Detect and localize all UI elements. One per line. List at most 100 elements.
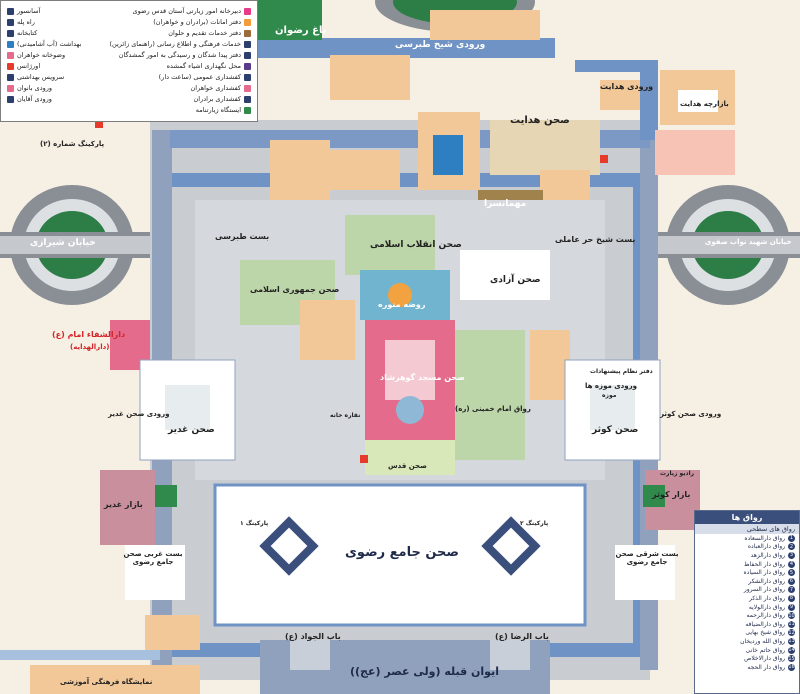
porch-list-subtitle: رواق های سطحی (695, 524, 799, 534)
porch-name: رواق دارالشکر (748, 577, 785, 585)
women-entrance-icon (7, 84, 14, 92)
legend-item: ورودی آقایان (7, 95, 52, 103)
label-radio: رادیو زیارت (660, 470, 695, 477)
legend-label: دفتر پیدا شدگان و رسیدگی به امور گمشدگان (118, 51, 241, 59)
ornament-left (259, 516, 319, 576)
prayer-icon (244, 106, 251, 114)
porch-name: رواق شیخ بهایی (745, 629, 785, 637)
porch-name: رواق دارالزهد (750, 551, 785, 559)
legend-label: ورودی بانوان (17, 84, 53, 92)
men-shoe-icon (244, 95, 251, 103)
label-bast-gharbi: بست غربی صحن جامع رضوی (123, 550, 183, 566)
porch-name: رواق دارالاخلاص (744, 655, 785, 663)
legend-label: دفتر خدمات تقدیم و حلوان (168, 29, 241, 37)
label-sahn-hedayat: صحن هدایت (510, 115, 570, 126)
legend-item: ایستگاه زیارتنامه (196, 106, 251, 114)
porch-name: رواق دارالرحمه (746, 612, 785, 620)
label-bazaar-kowsar: بازار کوثر (652, 490, 691, 499)
legend-label: محل نگهداری اشیاء گمشده (166, 62, 241, 70)
porch-name: رواق دار الحفاظ (744, 560, 785, 568)
lost-people-icon (244, 51, 251, 59)
porch-name: رواق دارالولایه (748, 603, 785, 611)
label-sahn-ghadir: صحن غدیر (168, 425, 215, 435)
legend-label: دبیرخانه امور زیارتی آستان قدس رضوی (132, 7, 241, 15)
legend-item: دفتر پیدا شدگان و رسیدگی به امور گمشدگان (119, 51, 251, 59)
legend-item: کفشداری عمومی (ساعت دار) (159, 73, 251, 81)
legend-item: محل نگهداری اشیاء گمشده (167, 62, 251, 70)
legend-label: سرویس بهداشتی (17, 73, 65, 81)
emergency-icon (7, 62, 14, 70)
legend-label: آسانسور (17, 7, 41, 15)
porch-name: رواق دارالضیافه (745, 620, 785, 628)
porch-number-badge: 3 (788, 551, 795, 559)
label-sahn-enghelab: صحن انقلاب اسلامی (370, 240, 462, 250)
label-mehmansara: مهمانسرا (484, 199, 527, 209)
ablution-icon (7, 51, 14, 59)
left-roundabout (0, 185, 150, 305)
label-kowsar-entrance: ورودی صحن کوثر (660, 410, 722, 418)
porch-number-badge: 5 (788, 569, 795, 577)
label-tabarsi-entrance: ورودی شیخ طبرسی (395, 40, 486, 50)
porch-number-badge: 1 (788, 534, 795, 542)
label-sahn-goharshad: صحن مسجد گوهرشاد (380, 373, 465, 382)
label-hedayat-entrance: ورودی هدایت (600, 82, 654, 91)
label-iwan-qeble: ایوان قبله (ولی عصر (عج)) (350, 665, 499, 678)
label-hedayat-bazaar: بازارچه هدایت (680, 100, 729, 108)
legend-label: کفشداری خواهران (190, 84, 241, 92)
stairs-icon (7, 18, 14, 26)
porch-name: رواق حاتم خانی (745, 646, 785, 654)
label-darol-shafa: دارالشفاء امام (ع) (52, 330, 126, 339)
porch-number-badge: 8 (788, 594, 795, 602)
porch-number-badge: 12 (788, 629, 795, 637)
legend-item: کتابخانه (7, 29, 37, 37)
label-museum-entrance: ورودی موزه ها (585, 382, 637, 390)
legend-label: ایستگاه زیارتنامه (195, 106, 241, 114)
label-rawaq-khomeini: رواق امام خمینی (ره) (455, 405, 531, 413)
elevator-icon (7, 7, 14, 15)
legend-label: کفشداری عمومی (ساعت دار) (158, 73, 241, 81)
porch-number-badge: 16 (788, 663, 795, 671)
right-roundabout (650, 185, 800, 305)
ghadir-courtyard (139, 359, 236, 461)
legend-item: آسانسور (7, 7, 40, 15)
men-entrance-icon (7, 95, 14, 103)
legend-item: سرویس بهداشتی (7, 73, 64, 81)
legend-label: کفشداری برادران (193, 95, 241, 103)
label-darol-shafa-sub: (دارالهدایه) (70, 343, 110, 351)
label-bast-sharghi: بست شرقی صحن جامع رضوی (615, 550, 679, 566)
label-sahn-qods: صحن قدس (388, 462, 427, 470)
legend-item: بهداشت (آب آشامیدنی) (7, 40, 81, 48)
label-rowze: روضه منوره (378, 300, 426, 309)
legend-item: کفشداری خواهران (191, 84, 251, 92)
legend-label: راه پله (17, 18, 35, 26)
ornament-right (481, 516, 541, 576)
label-cultural: نمایشگاه فرهنگی آموزشی (60, 678, 153, 686)
legend-item: ورودی بانوان (7, 84, 52, 92)
porch-list-title: رواق ها (695, 511, 799, 524)
legend-label: اورژانس (17, 62, 41, 70)
label-bast-tabarsi: بست طبرسی (215, 232, 270, 241)
label-ghadir-entrance: ورودی صحن غدیر (108, 410, 170, 418)
service-icon (244, 29, 251, 37)
porch-number-badge: 6 (788, 577, 795, 585)
women-shoe-icon (244, 84, 251, 92)
label-bab-reza: باب الرضا (ع) (495, 632, 549, 641)
porch-number-badge: 11 (788, 620, 795, 628)
porch-name: رواق دار الحجه (747, 663, 785, 671)
porch-name: رواق دارالعباده (747, 543, 785, 551)
